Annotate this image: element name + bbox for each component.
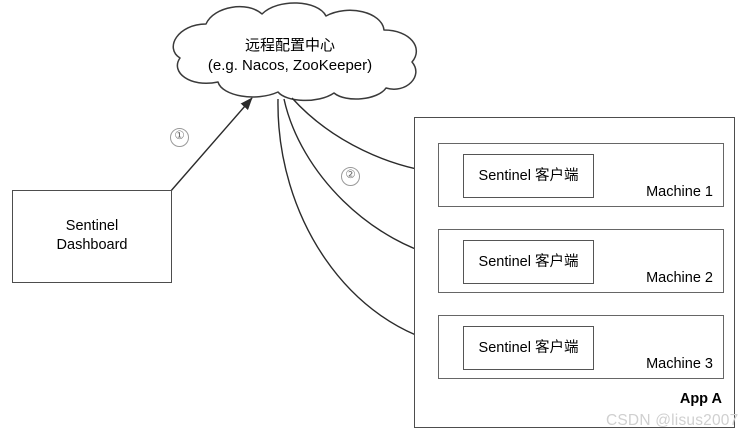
cloud-label-line2: (e.g. Nacos, ZooKeeper) [207,57,373,75]
csdn-watermark: CSDN @lisus2007 [606,412,739,429]
cloud-label-line1: 远程配置中心 [244,37,335,54]
cloud-label: 远程配置中心 (e.g. Nacos, ZooKeeper) [160,36,420,77]
app-a-label: App A [679,391,722,407]
dashboard-label: Sentinel Dashboard [13,217,171,255]
step-marker-1: ① [170,128,189,147]
sentinel-client-box-1: Sentinel 客户端 [463,154,594,198]
step-marker-2: ② [341,167,360,186]
machine-box-1: Sentinel 客户端 Machine 1 [438,143,724,207]
machine-box-2: Sentinel 客户端 Machine 2 [438,229,724,293]
sentinel-dashboard-box: Sentinel Dashboard [12,190,172,283]
sentinel-client-box-3: Sentinel 客户端 [463,326,594,370]
arrow-dashboard-to-cloud [169,97,253,193]
machine-label-3: Machine 3 [646,356,713,372]
machine-label-2: Machine 2 [646,270,713,286]
machine-box-3: Sentinel 客户端 Machine 3 [438,315,724,379]
sentinel-client-label-3: Sentinel 客户端 [478,340,579,356]
cloud-shape [172,2,418,102]
sentinel-client-label-2: Sentinel 客户端 [478,254,579,270]
dashboard-label-line1: Sentinel [65,218,119,234]
arrow-cloud-to-machine-3 [277,98,453,349]
dashboard-label-line2: Dashboard [56,237,128,254]
sentinel-client-label-1: Sentinel 客户端 [478,168,579,184]
app-a-container: Sentinel 客户端 Machine 1 Sentinel 客户端 Mach… [414,117,735,428]
sentinel-client-box-2: Sentinel 客户端 [463,240,594,284]
machine-label-1: Machine 1 [646,184,713,200]
